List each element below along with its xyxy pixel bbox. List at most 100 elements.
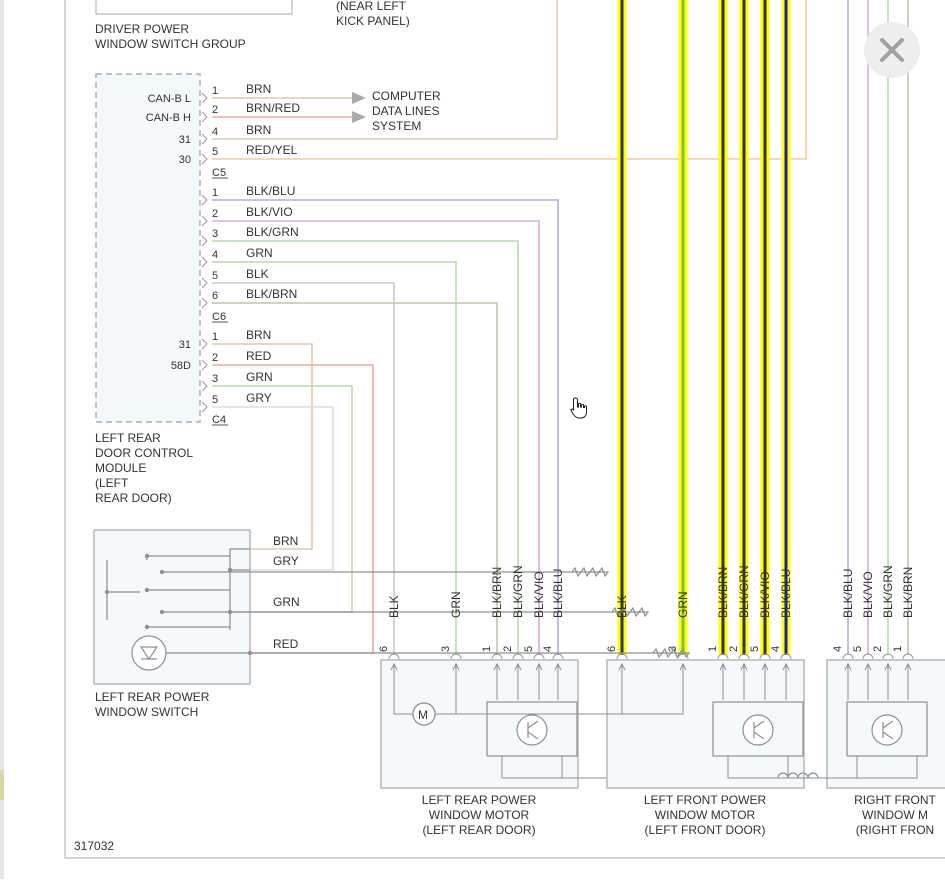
pin-number: 6 <box>212 290 218 302</box>
wire-color-label: BRN <box>246 123 271 137</box>
kick-panel-label: (NEAR LEFT <box>336 0 407 13</box>
motor-pin-number: 6 <box>606 646 618 652</box>
motor-transistor <box>742 714 774 746</box>
wire-color-label: BLK/BLU <box>246 184 295 198</box>
pin-chevron <box>201 111 208 123</box>
motor-wire-label: BLK <box>615 595 629 618</box>
motor-transistor <box>871 714 903 746</box>
pin-number: 1 <box>212 331 218 343</box>
switch-resistor <box>166 647 691 659</box>
wire-c6-blkgrn <box>212 240 519 655</box>
wire-color-label: BLK/GRN <box>246 225 299 239</box>
motor-lead-arrow <box>452 662 460 671</box>
motor-pin-number: 5 <box>523 646 535 652</box>
switch-node <box>159 609 165 615</box>
pin-chevron <box>201 401 208 413</box>
motor-name-line: LEFT REAR POWER <box>422 793 537 807</box>
connector-socket <box>717 653 729 660</box>
pin-number: 2 <box>212 104 218 116</box>
motor-pin-number: 2 <box>502 646 514 652</box>
motor-lead-arrow <box>618 662 626 671</box>
switch-diode <box>139 646 159 661</box>
motor-lead-arrow <box>884 662 892 671</box>
connector-socket <box>738 653 750 660</box>
switch-node <box>105 590 109 594</box>
wire-c6-blkbrn <box>212 302 498 655</box>
pin-chevron <box>201 92 208 104</box>
motor-wire-label: BLK/GRN <box>511 565 525 618</box>
pin-number: 1 <box>212 85 218 97</box>
connector-socket <box>388 653 400 660</box>
close-button[interactable] <box>864 22 920 78</box>
page-margin-accent <box>0 770 4 800</box>
connector-socket <box>552 653 564 660</box>
motor-wire-label: BLK <box>387 595 401 618</box>
motor-name-line: WINDOW MOTOR <box>655 808 756 822</box>
motor-lead-arrow <box>904 662 912 671</box>
switch-node <box>144 624 150 630</box>
pin-number: 5 <box>212 146 218 158</box>
figure-number: 317032 <box>74 839 114 853</box>
connector-name: C5 <box>212 167 226 179</box>
connector-socket <box>533 653 545 660</box>
motor-lead-arrow <box>390 662 398 671</box>
motor-wire-label: BLK/BRN <box>901 567 915 618</box>
data-lines-label-line: DATA LINES <box>372 104 440 118</box>
motor-wiring <box>410 690 684 715</box>
motor-lead-arrow <box>514 662 522 671</box>
connector-socket <box>616 653 628 660</box>
wire-c6-blk <box>212 282 395 655</box>
data-lines-label-line: COMPUTER <box>372 89 441 103</box>
motor-wire-label: BLK/VIO <box>861 571 875 618</box>
wire-c5-30 <box>212 0 807 160</box>
close-icon <box>880 38 904 62</box>
motor-pin-number: 3 <box>667 646 679 652</box>
connector-socket <box>512 653 524 660</box>
pin-chevron <box>201 153 208 165</box>
wire-c5-31 <box>212 0 558 140</box>
motor-wire-label: BLK/GRN <box>737 565 751 618</box>
switch-resistor <box>162 606 650 618</box>
connector-socket <box>780 653 792 660</box>
motor-wire-label: BLK/BRN <box>716 567 730 618</box>
motor-lead-arrow <box>535 662 543 671</box>
connector-socket <box>862 653 874 660</box>
pin-number: 4 <box>212 249 218 261</box>
page-margin-left <box>0 0 4 879</box>
connector-socket <box>902 653 914 660</box>
wire-color-label: BRN <box>246 328 271 342</box>
motor-pin-number: 2 <box>728 646 740 652</box>
connector-socket <box>882 653 894 660</box>
motor-coil <box>777 756 918 779</box>
wire-color-label: RED <box>246 349 272 363</box>
driver-switch-label: DRIVER POWER <box>95 22 189 36</box>
connector-name: C4 <box>212 414 226 426</box>
wire-color-label: GRN <box>246 370 273 384</box>
module-side-label: 31 <box>179 134 191 146</box>
pin-chevron <box>201 133 208 145</box>
motor-wire-label: BLK/BLU <box>551 569 565 618</box>
switch-bus <box>229 548 250 630</box>
motor-name-line: RIGHT FRONT <box>854 793 936 807</box>
motor-pin-number: 2 <box>872 646 884 652</box>
module-side-label: 31 <box>179 339 191 351</box>
wire-color-label: BRN/RED <box>246 101 300 115</box>
module-name-line: REAR DOOR) <box>95 491 172 505</box>
motor-symbol-glyph: M <box>418 708 428 722</box>
motor-pin-number: 5 <box>749 646 761 652</box>
wire-color-label: GRN <box>246 246 273 260</box>
motor-pin-number: 5 <box>852 646 864 652</box>
motor-lead-arrow <box>761 662 769 671</box>
kick-panel-label-2: KICK PANEL) <box>336 14 410 28</box>
motor-name-line: (LEFT REAR DOOR) <box>422 823 535 837</box>
motor-transistor <box>516 714 548 746</box>
pin-number: 1 <box>212 187 218 199</box>
pin-number: 3 <box>212 373 218 385</box>
left-rear-motor: BLK6GRN3BLK/BRN1BLK/GRN2BLK/VIO5BLK/BLU4… <box>378 565 819 837</box>
wire-c6-blkblu <box>212 199 559 655</box>
